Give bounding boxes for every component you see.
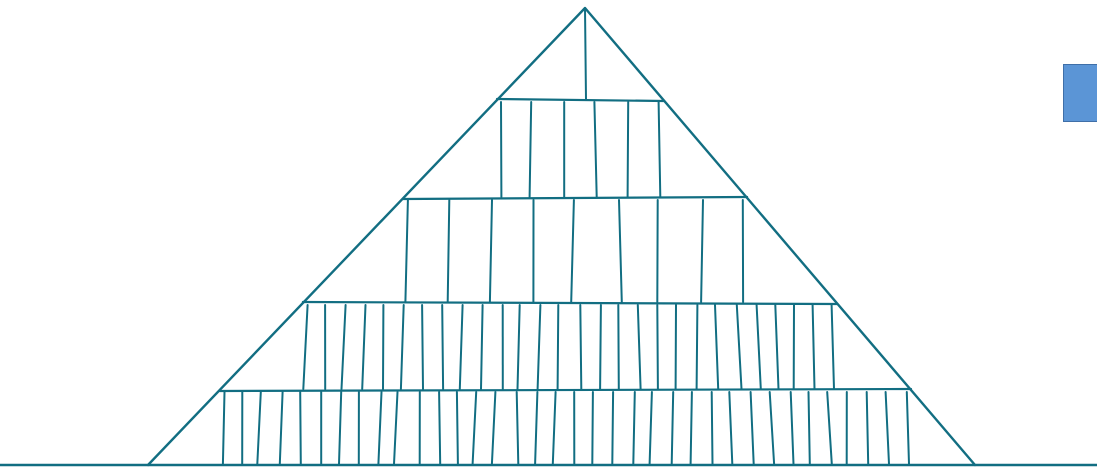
division-line-tier-5 [492, 392, 496, 464]
division-line-tier-5 [223, 392, 225, 464]
division-line-tier-5 [592, 392, 593, 464]
division-line-tier-4 [401, 305, 404, 389]
division-line-tier-5 [300, 392, 301, 464]
division-line-tier-3 [701, 200, 703, 302]
division-line-tier-4 [813, 305, 815, 389]
division-line-tier-5 [650, 392, 652, 464]
division-line-tier-5 [473, 392, 477, 464]
division-line-tier-4 [580, 305, 581, 389]
division-lines [223, 8, 909, 464]
division-line-tier-5 [712, 392, 713, 464]
division-line-tier-5 [886, 392, 889, 464]
division-line-tier-5 [553, 392, 556, 464]
division-line-tier-2 [659, 102, 661, 197]
division-line-tier-4 [518, 305, 520, 389]
division-line-tier-5 [770, 392, 774, 464]
division-line-tier-2 [530, 102, 532, 197]
division-line-tier-4 [618, 305, 619, 389]
division-line-tier-4 [600, 305, 601, 389]
division-line-tier-5 [827, 392, 832, 464]
division-line-tier-3 [619, 200, 622, 302]
division-line-tier-5 [257, 392, 261, 464]
division-line-tier-5 [457, 392, 458, 464]
division-line-tier-5 [729, 392, 732, 464]
division-line-tier-4 [757, 305, 761, 389]
division-line-tier-5 [394, 392, 398, 464]
tier-line-2 [403, 197, 747, 199]
division-line-tier-4 [832, 305, 834, 389]
division-line-tier-4 [460, 305, 463, 389]
division-line-tier-5 [809, 392, 810, 464]
division-line-tier-5 [751, 392, 754, 464]
tier-line-1 [497, 99, 664, 101]
pyramid-outline [148, 8, 975, 465]
division-line-tier-4 [697, 305, 698, 389]
division-line-tier-4 [303, 305, 307, 389]
division-line-tier-5 [378, 392, 381, 464]
tier-line-3 [303, 302, 837, 304]
blue-square-marker [1063, 64, 1097, 122]
division-line-tier-4 [657, 305, 658, 389]
division-line-tier-5 [907, 392, 909, 464]
division-line-tier-5 [535, 392, 537, 464]
division-line-tier-4 [538, 305, 541, 389]
division-line-tier-3 [405, 200, 408, 302]
division-line-tier-5 [339, 392, 341, 464]
division-line-tier-3 [490, 200, 492, 302]
division-line-tier-4 [638, 305, 641, 389]
division-line-tier-4 [442, 305, 443, 389]
division-line-tier-5 [517, 392, 519, 464]
tier-line-4 [220, 389, 911, 391]
division-line-tier-5 [867, 392, 869, 464]
division-line-tier-4 [481, 305, 483, 389]
division-line-tier-4 [775, 305, 778, 389]
division-line-tier-3 [571, 200, 574, 302]
division-line-tier-1 [585, 8, 586, 100]
division-line-tier-5 [612, 392, 613, 464]
division-line-tier-5 [691, 392, 692, 464]
division-line-tier-2 [628, 102, 629, 197]
division-line-tier-5 [280, 392, 283, 464]
division-line-tier-4 [558, 305, 559, 389]
division-line-tier-4 [342, 305, 346, 389]
division-line-tier-4 [422, 305, 423, 389]
division-line-tier-4 [362, 305, 365, 389]
division-line-tier-5 [791, 392, 794, 464]
division-line-tier-5 [439, 392, 440, 464]
division-line-tier-3 [448, 200, 450, 302]
division-line-tier-4 [715, 305, 718, 389]
division-line-tier-5 [672, 392, 674, 464]
division-line-tier-5 [633, 392, 635, 464]
division-line-tier-4 [737, 305, 742, 389]
tier-lines [220, 99, 911, 391]
division-line-tier-2 [594, 102, 596, 197]
